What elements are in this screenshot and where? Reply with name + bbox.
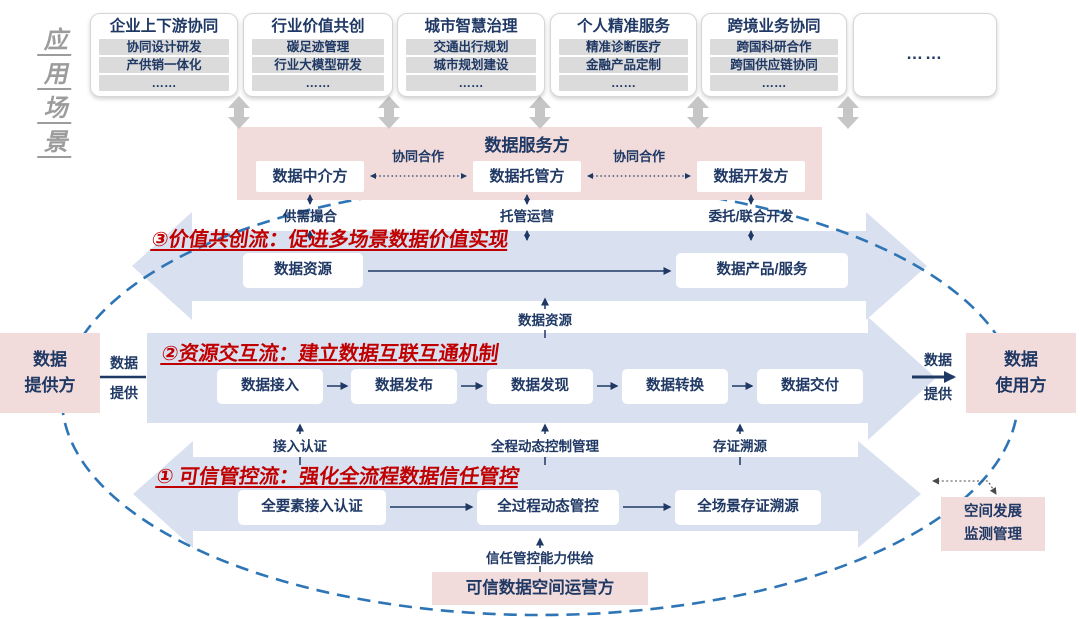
scenario-title: 跨境业务协同 bbox=[727, 18, 821, 35]
scenario-title: 行业价值共创 bbox=[271, 18, 365, 35]
scenario-item: 跨国科研合作 bbox=[710, 39, 838, 55]
space-monitor-line1: 空间发展 bbox=[964, 503, 1022, 520]
node-full-access-auth: 全要素接入认证 bbox=[238, 490, 386, 525]
provider-connector-label-bottom: 提供 bbox=[110, 385, 138, 401]
data-consumer-line1: 数据 bbox=[1004, 349, 1038, 369]
scenario-item: …… bbox=[99, 75, 229, 91]
scenario-title: …… bbox=[906, 44, 944, 63]
space-monitor-box: 空间发展 监测管理 bbox=[941, 497, 1045, 551]
caption-char: 用 bbox=[37, 61, 77, 90]
application-scenes-caption: 应 用 场 景 bbox=[37, 27, 77, 164]
support-label-access-auth: 接入认证 bbox=[273, 439, 327, 454]
node-data-publish: 数据发布 bbox=[351, 369, 457, 404]
inter-band-arrows bbox=[296, 297, 744, 572]
scenario-card-personal: 个人精准服务 精准诊断医疗 金融产品定制 …… bbox=[550, 13, 697, 97]
scenario-title: 个人精准服务 bbox=[576, 18, 670, 35]
support-label-evidence-trace: 存证溯源 bbox=[713, 439, 767, 454]
value-flow-band bbox=[132, 212, 927, 320]
scenario-item: 协同设计研发 bbox=[99, 39, 229, 55]
scenario-item: …… bbox=[252, 75, 384, 91]
resource-flow-title: ②资源交互流：建立数据互联互通机制 bbox=[160, 343, 501, 365]
provider-connector-label-top: 数据 bbox=[110, 355, 138, 371]
consumer-connector-label-bottom: 提供 bbox=[924, 386, 952, 402]
scenario-card-enterprise: 企业上下游协同 协同设计研发 产供销一体化 …… bbox=[90, 13, 238, 97]
data-consumer-box: 数据 使用方 bbox=[966, 333, 1076, 413]
scenario-card-city: 城市智慧治理 交通出行规划 城市规划建设 …… bbox=[397, 13, 545, 97]
function-label-hosting: 托管运营 bbox=[500, 209, 554, 224]
support-label-dynamic-control: 全程动态控制管理 bbox=[491, 439, 599, 454]
trust-flow-title: ① 可信管控流：强化全流程数据信任管控 bbox=[155, 466, 521, 488]
scenario-card-crossborder: 跨境业务协同 跨国科研合作 跨国供应链协同 …… bbox=[701, 13, 847, 97]
monitor-link-arrow bbox=[932, 477, 997, 495]
data-provider-line1: 数据 bbox=[33, 349, 67, 369]
node-data-access: 数据接入 bbox=[217, 369, 323, 404]
scenario-link-arrows bbox=[228, 96, 859, 129]
trusted-space-operator-box: 可信数据空间运营方 bbox=[432, 572, 648, 605]
scenario-item: 跨国供应链协同 bbox=[710, 57, 838, 73]
caption-char: 应 bbox=[37, 27, 77, 56]
role-data-developer: 数据开发方 bbox=[697, 161, 805, 192]
scenario-card-more: …… bbox=[853, 13, 997, 97]
role-function-links bbox=[307, 194, 754, 241]
scenario-title: 城市智慧治理 bbox=[424, 18, 518, 35]
collab-label-right: 协同合作 bbox=[612, 149, 665, 164]
scenario-item: …… bbox=[406, 75, 536, 91]
role-data-broker: 数据中介方 bbox=[256, 161, 364, 192]
service-band-title: 数据服务方 bbox=[484, 136, 570, 155]
data-provider-line2: 提供方 bbox=[24, 376, 76, 395]
scenario-item: 产供销一体化 bbox=[99, 57, 229, 73]
space-monitor-line2: 监测管理 bbox=[964, 527, 1022, 543]
consumer-connector-label-top: 数据 bbox=[924, 352, 952, 368]
flow-step-arrows bbox=[327, 267, 754, 511]
mid-label-data-resource: 数据资源 bbox=[518, 313, 572, 328]
trust-supply-label: 信任管控能力供给 bbox=[486, 551, 594, 566]
data-consumer-line2: 使用方 bbox=[995, 376, 1047, 395]
role-data-custodian: 数据托管方 bbox=[473, 161, 581, 192]
caption-char: 场 bbox=[37, 95, 77, 124]
node-data-discover: 数据发现 bbox=[487, 369, 593, 404]
node-data-product: 数据产品/服务 bbox=[676, 253, 848, 288]
scenario-item: 金融产品定制 bbox=[559, 57, 688, 73]
caption-char: 景 bbox=[37, 129, 77, 158]
scenario-item: 行业大模型研发 bbox=[252, 57, 384, 73]
collab-label-left: 协同合作 bbox=[391, 149, 444, 164]
scenario-card-industry: 行业价值共创 碳足迹管理 行业大模型研发 …… bbox=[243, 13, 393, 97]
function-label-codev: 委托/联合开发 bbox=[708, 209, 794, 224]
scenario-item: 交通出行规划 bbox=[406, 39, 536, 55]
scenario-item: …… bbox=[559, 75, 688, 91]
node-process-control: 全过程动态管控 bbox=[477, 490, 619, 525]
node-data-deliver: 数据交付 bbox=[757, 369, 863, 404]
scenario-title: 企业上下游协同 bbox=[109, 18, 219, 35]
node-scene-trace: 全场景存证溯源 bbox=[675, 490, 821, 525]
scenario-item: 碳足迹管理 bbox=[252, 39, 384, 55]
node-data-transform: 数据转换 bbox=[622, 369, 728, 404]
data-provider-box: 数据 提供方 bbox=[0, 333, 100, 413]
node-data-resource: 数据资源 bbox=[243, 253, 363, 288]
scenario-item: 城市规划建设 bbox=[406, 57, 536, 73]
function-label-matching: 供需撮合 bbox=[283, 209, 337, 224]
scenario-item: …… bbox=[710, 75, 838, 91]
value-flow-title: ③价值共创流：促进多场景数据价值实现 bbox=[150, 229, 511, 251]
scenario-item: 精准诊断医疗 bbox=[559, 39, 688, 55]
